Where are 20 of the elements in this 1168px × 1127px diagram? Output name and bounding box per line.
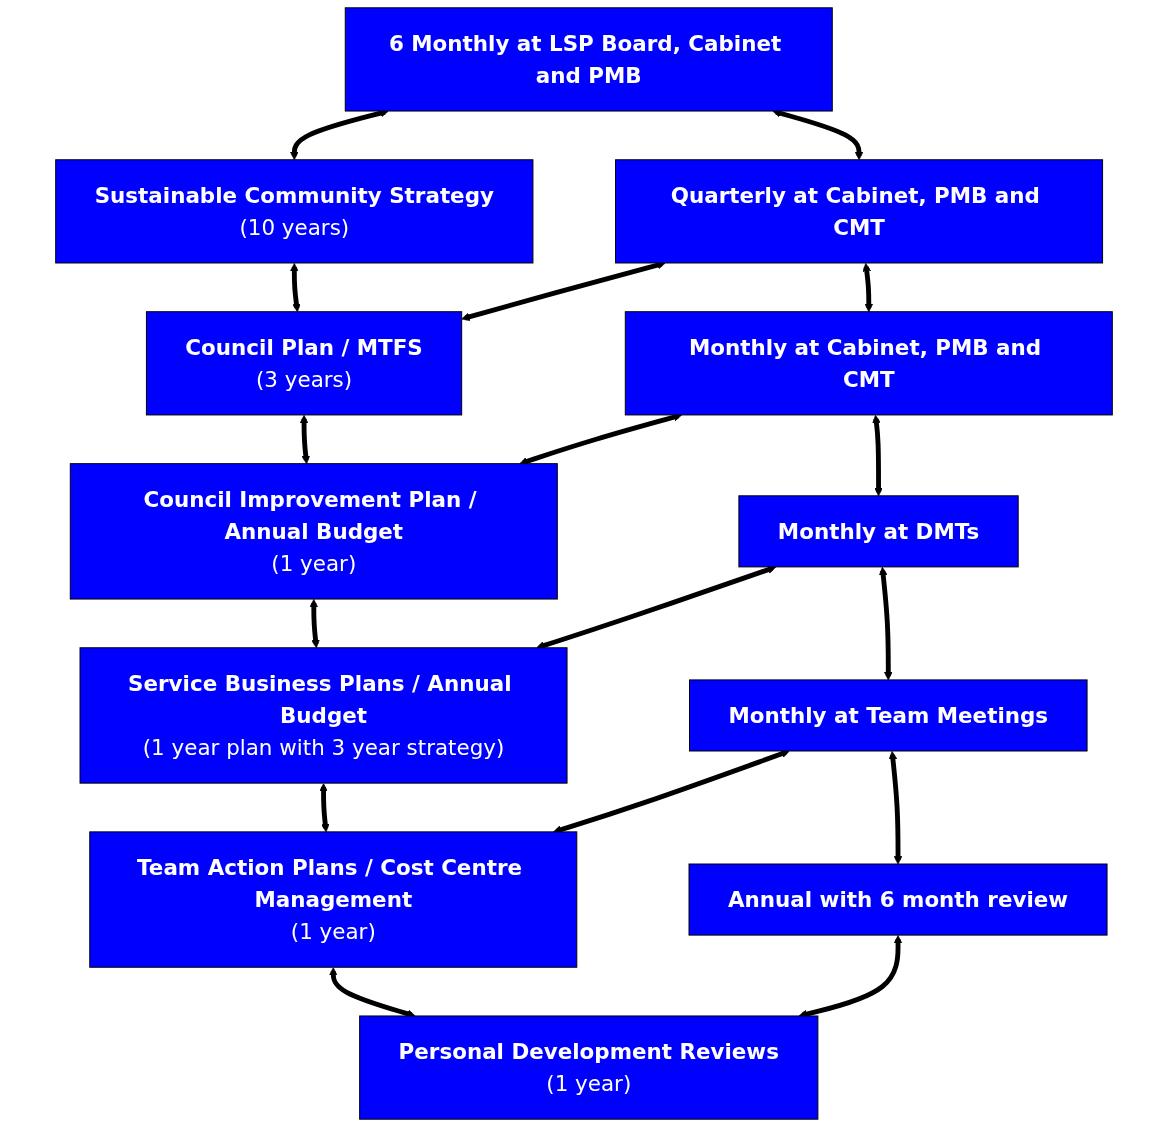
arrow (862, 263, 874, 313)
arrow (309, 599, 320, 649)
node-box: Monthly at Team Meetings (689, 679, 1088, 752)
node-box: Sustainable Community Strategy (10 years) (55, 159, 534, 264)
arrow (319, 783, 330, 833)
node-box: Council Improvement Plan / Annual Budget (1 year) (69, 463, 558, 600)
arrow (299, 414, 311, 465)
arrow (878, 566, 893, 681)
node-box: Council Plan / MTFS (3 years) (145, 311, 463, 416)
node-box: Monthly at Cabinet, PMB and CMT (624, 311, 1113, 416)
node-box: 6 Monthly at LSP Board, Cabinet and PMB (344, 7, 833, 112)
node-box: Personal Development Reviews (1 year) (359, 1015, 819, 1120)
arrow (888, 751, 903, 865)
arrow (290, 263, 301, 313)
node-box: Monthly at DMTs (738, 495, 1019, 568)
arrow (872, 414, 883, 497)
node-box: Service Business Plans / Annual Budget (1 year plan with 3 year strategy) (79, 647, 568, 784)
node-box: Team Action Plans / Cost Centre Management (1 year) (89, 831, 578, 968)
node-box: Quarterly at Cabinet, PMB and CMT (615, 159, 1104, 264)
node-box: Annual with 6 month review (688, 863, 1108, 936)
